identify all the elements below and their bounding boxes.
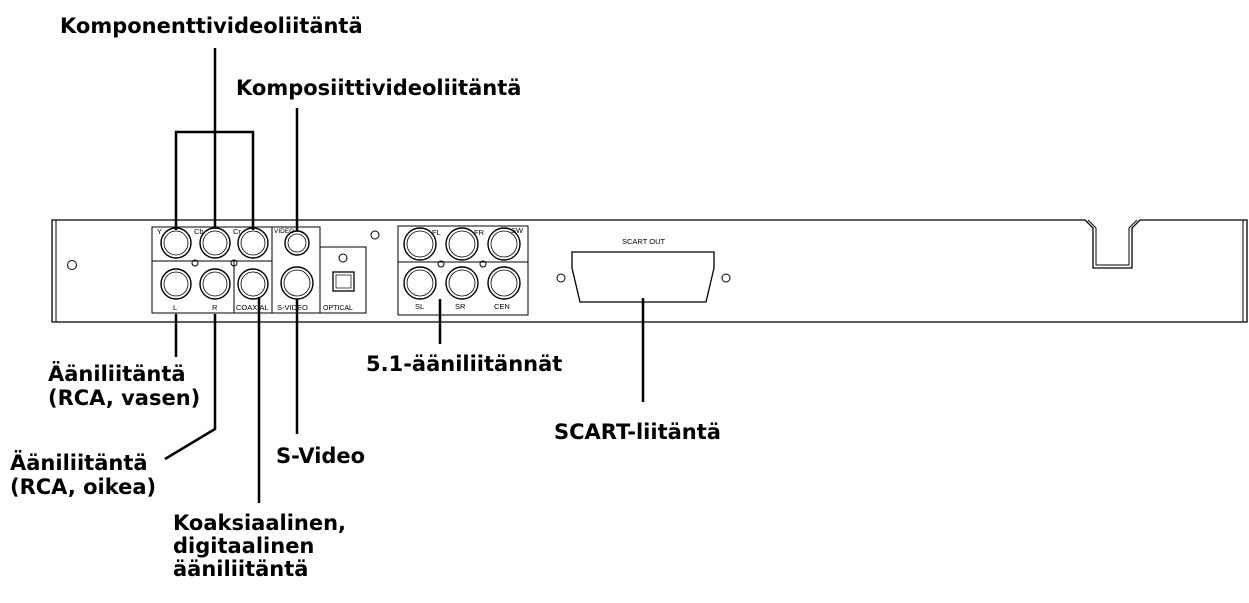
screw [230, 259, 238, 267]
rear-panel-notch-inner [1087, 219, 1138, 266]
jack-cr [237, 227, 269, 259]
label-fr: FR [474, 228, 485, 237]
screw [437, 260, 445, 268]
rear-panel-outline [51, 219, 1248, 323]
leader-lines [164, 48, 645, 503]
jack-coaxial [237, 268, 269, 300]
callout-audio-left: Ääniliitäntä (RCA, vasen) [48, 362, 200, 410]
screw [191, 259, 199, 267]
mounting-hole [67, 260, 77, 270]
jack-audio-l [160, 268, 192, 300]
label-optical: OPTICAL [323, 305, 353, 312]
jack-y [160, 227, 192, 259]
callout-audio-right-line2: (RCA, oikea) [10, 475, 157, 499]
label-sl: SL [415, 302, 424, 311]
label-cb: Cb [194, 227, 204, 236]
callout-audio-left-line2: (RCA, vasen) [48, 386, 201, 410]
callout-scart: SCART-liitäntä [554, 420, 721, 444]
label-fl: FL [432, 228, 441, 237]
callout-component-video: Komponenttivideoliitäntä [60, 14, 363, 38]
label-sr: SR [455, 302, 466, 311]
jack-sw [487, 227, 521, 261]
label-l: L [173, 303, 177, 312]
callout-composite-video: Komposiittivideoliitäntä [236, 76, 522, 100]
jack-fl [403, 227, 437, 261]
leader-component-bracket [174, 130, 255, 230]
callout-surround: 5.1-ääniliitännät [366, 352, 563, 376]
label-video: VIDEO [274, 228, 294, 235]
jack-s-video [280, 266, 314, 300]
jack-audio-r [199, 268, 231, 300]
callout-coaxial-line1: Koaksiaalinen, [173, 511, 347, 535]
label-r: R [212, 303, 218, 312]
callout-coaxial-line2: digitaalinen [173, 534, 315, 558]
screw [479, 260, 487, 268]
mounting-hole [370, 230, 380, 240]
label-cen: CEN [494, 302, 510, 311]
label-sw: SW [511, 226, 524, 235]
jack-fr [445, 227, 479, 261]
label-coaxial: COAXIAL [236, 303, 269, 312]
callout-s-video: S-Video [276, 444, 366, 468]
label-cr: Cr [233, 227, 241, 236]
label-y: Y [157, 227, 162, 236]
callout-audio-right: Ääniliitäntä (RCA, oikea) [10, 451, 156, 499]
optical-block [319, 246, 367, 314]
callout-audio-left-line1: Ääniliitäntä [48, 362, 186, 386]
jack-optical [332, 271, 355, 292]
scart-screw [721, 273, 731, 283]
callout-coaxial-line3: ääniliitäntä [173, 557, 309, 581]
jack-cen [487, 266, 521, 300]
surround-jack-block [397, 225, 529, 316]
leader-audio-right [164, 314, 217, 461]
scart-connector [571, 251, 715, 303]
label-scart-out: SCART OUT [622, 237, 665, 246]
scart-screw [556, 273, 566, 283]
label-s-video: S-VIDEO [277, 303, 308, 312]
jack-sr [445, 266, 479, 300]
screw [338, 253, 348, 263]
callout-audio-right-line1: Ääniliitäntä [10, 451, 148, 475]
callout-coaxial: Koaksiaalinen, digitaalinen ääniliitäntä [173, 512, 346, 581]
jack-sl [403, 266, 437, 300]
jack-cb [199, 227, 231, 259]
